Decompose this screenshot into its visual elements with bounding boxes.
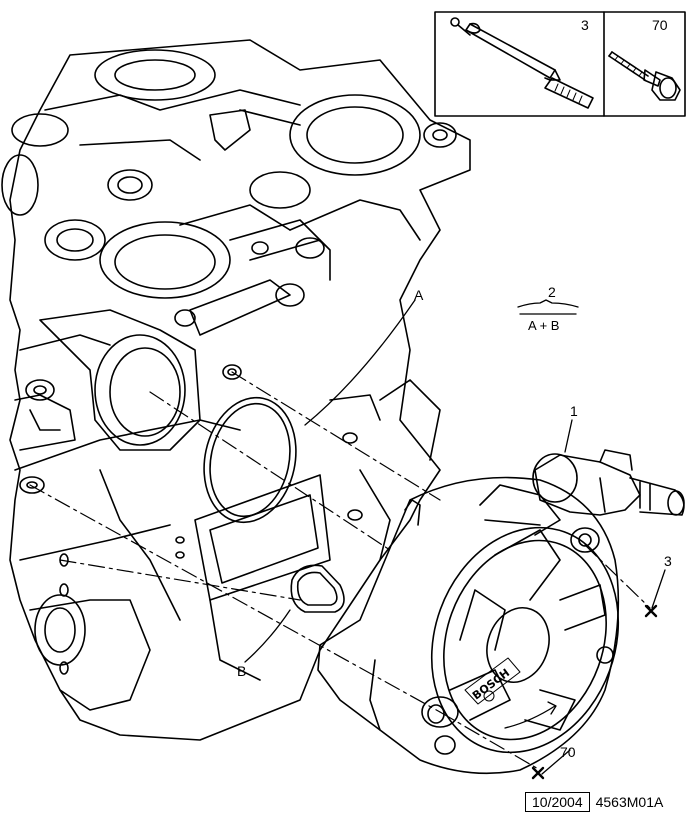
seal-b-gasket [290, 564, 345, 613]
footer-reference: 4563M01A [595, 794, 664, 810]
engine-block [1, 39, 471, 741]
seal-a-o-ring [203, 396, 297, 524]
inset-screw-drawing [608, 51, 681, 101]
screw-position-marks [531, 604, 658, 780]
vacuum-pump [317, 449, 685, 775]
inset-pin-number: 3 [581, 17, 589, 33]
drawing-reference-footer: 10/2004 4563M01A [525, 792, 669, 812]
inset-pin-drawing [450, 17, 594, 109]
footer-date: 10/2004 [525, 792, 590, 812]
inset-screw-number: 70 [652, 17, 668, 33]
step-number: 2 [548, 284, 556, 300]
label-pin: 3 [664, 553, 672, 569]
assembly-guide-lines [29, 371, 651, 771]
step-parts: A + B [528, 318, 559, 333]
parts-inset [434, 11, 686, 117]
label-screw: 70 [560, 744, 576, 760]
label-seal-a: A [414, 287, 424, 303]
label-pump: 1 [570, 403, 578, 419]
leader-lines [244, 299, 666, 775]
label-seal-b: B [237, 663, 246, 679]
